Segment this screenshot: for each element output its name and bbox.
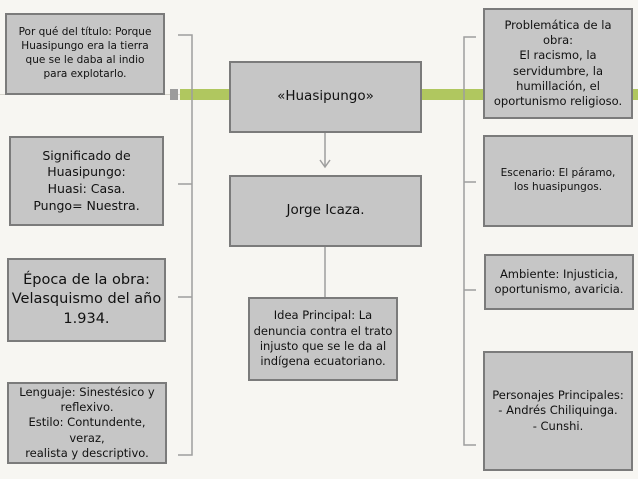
author-box: Jorge Icaza. xyxy=(229,175,422,247)
characters-box: Personajes Principales: - Andrés Chiliqu… xyxy=(483,351,633,471)
main-to-author-arrowhead xyxy=(319,159,331,169)
characters-text: Personajes Principales: - Andrés Chiliqu… xyxy=(492,388,624,433)
right-bracket xyxy=(463,36,476,446)
meaning-text: Significado de Huasipungo: Huasi: Casa. … xyxy=(33,147,140,213)
problem-box: Problemática de la obra: El racismo, la … xyxy=(483,8,633,119)
main-idea-text: Idea Principal: La denuncia contra el tr… xyxy=(253,308,393,369)
main-title-box: «Huasipungo» xyxy=(229,61,422,133)
language-style-box: Lenguaje: Sinestésico y reflexivo. Estil… xyxy=(7,382,167,464)
accent-bar-gray xyxy=(170,89,178,100)
left-bracket xyxy=(178,34,193,456)
author-text: Jorge Icaza. xyxy=(286,202,365,219)
title-reason-text: Por qué del título: Porque Huasipungo er… xyxy=(18,26,152,80)
epoch-text: Época de la obra: Velasquismo del año 1.… xyxy=(11,272,162,327)
language-style-text: Lenguaje: Sinestésico y reflexivo. Estil… xyxy=(19,384,155,460)
main-title-text: «Huasipungo» xyxy=(277,88,374,105)
meaning-box: Significado de Huasipungo: Huasi: Casa. … xyxy=(9,136,164,226)
main-idea-box: Idea Principal: La denuncia contra el tr… xyxy=(248,297,398,381)
problem-text: Problemática de la obra: El racismo, la … xyxy=(493,17,623,109)
title-reason-box: Por qué del título: Porque Huasipungo er… xyxy=(5,13,165,95)
epoch-box: Época de la obra: Velasquismo del año 1.… xyxy=(7,258,166,342)
scene-box: Escenario: El páramo, los huasipungos. xyxy=(483,135,633,227)
ambient-box: Ambiente: Injusticia, oportunismo, avari… xyxy=(484,254,634,310)
scene-text: Escenario: El páramo, los huasipungos. xyxy=(500,167,616,193)
ambient-text: Ambiente: Injusticia, oportunismo, avari… xyxy=(494,266,624,296)
